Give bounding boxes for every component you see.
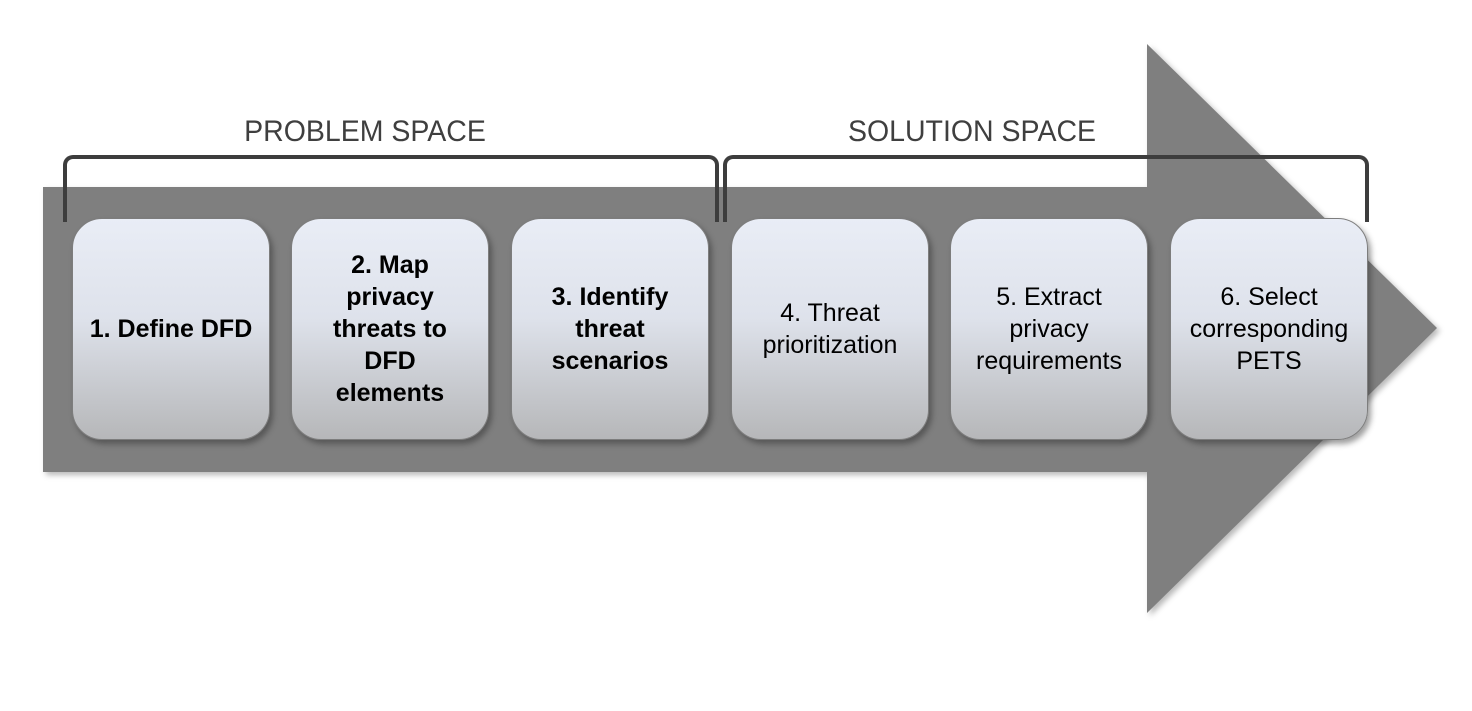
step-label: 4. Threat prioritization bbox=[762, 299, 898, 359]
step-box-threat-prioritization: 4. Threat prioritization bbox=[731, 218, 929, 440]
step-label: 6. Select corresponding PETS bbox=[1189, 283, 1349, 375]
solution-space-bracket bbox=[723, 155, 1369, 222]
problem-space-label: PROBLEM SPACE bbox=[244, 115, 486, 148]
step-box-identify-threat-scenarios: 3. Identify threat scenarios bbox=[511, 218, 709, 440]
step-box-define-dfd: 1. Define DFD bbox=[72, 218, 270, 440]
step-box-extract-privacy-requirements: 5. Extract privacy requirements bbox=[950, 218, 1148, 440]
solution-space-label: SOLUTION SPACE bbox=[847, 115, 1097, 148]
step-label: 2. Map privacy threats to DFD elements bbox=[333, 251, 447, 407]
step-box-map-privacy-threats: 2. Map privacy threats to DFD elements bbox=[291, 218, 489, 440]
step-label: 5. Extract privacy requirements bbox=[976, 283, 1122, 375]
step-label: 1. Define DFD bbox=[89, 315, 253, 343]
problem-space-bracket bbox=[63, 155, 719, 222]
step-label: 3. Identify threat scenarios bbox=[551, 283, 669, 375]
step-box-select-corresponding-pets: 6. Select corresponding PETS bbox=[1170, 218, 1368, 440]
